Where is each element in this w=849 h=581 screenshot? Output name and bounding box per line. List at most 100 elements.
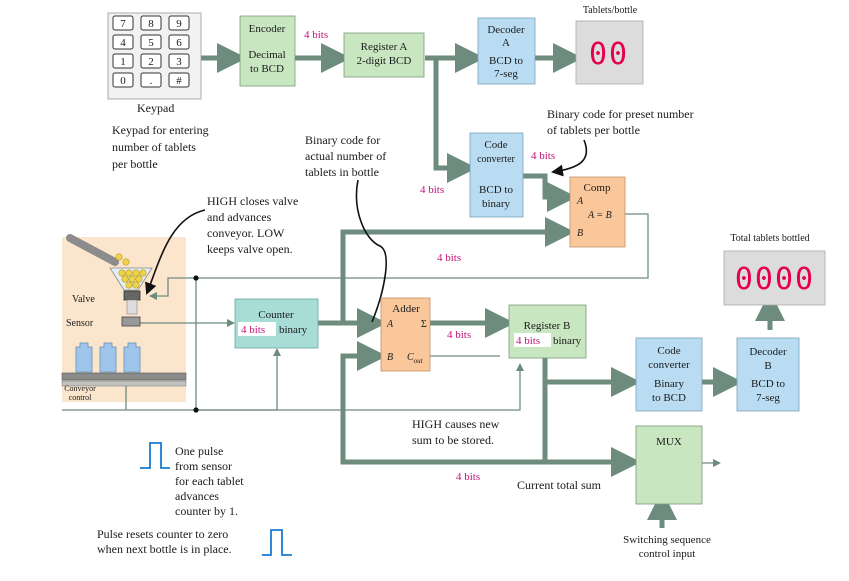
bus-register-a-converter (433, 58, 477, 183)
annotation-high-closes-line1: HIGH closes valve (207, 194, 298, 208)
keypad-key-label: 5 (148, 37, 154, 49)
code-converter-1-block (469, 132, 524, 218)
sensor-body (121, 316, 141, 327)
annotation-high-causes-line1: HIGH causes new (412, 417, 500, 431)
keypad-key[interactable] (112, 72, 134, 88)
comparator-input-b: B (577, 228, 583, 239)
keypad-key-label: 4 (120, 37, 126, 49)
annotation-switching-line2: control input (639, 548, 696, 560)
adder-block (380, 297, 431, 372)
counter-sub: binary (279, 324, 308, 336)
annotation-one-pulse-line4: advances (175, 489, 219, 503)
tablets (118, 269, 147, 289)
annotation-one-pulse-line1: One pulse (175, 444, 223, 458)
annotation-pulse-resets-line2: when next bottle is in place. (97, 542, 232, 556)
valve-label: Valve (72, 294, 95, 305)
junction-node (193, 275, 199, 281)
adder-cout: Cout (407, 352, 424, 365)
adder-cout-main: C (407, 352, 414, 363)
register-a-title: Register A (361, 41, 408, 53)
annotation-one-pulse-line5: counter by 1. (175, 504, 238, 518)
register-b-title: Register B (524, 320, 571, 332)
valve-body (123, 290, 141, 301)
comparator-input-a: A (576, 196, 584, 207)
keypad-key-label: # (176, 75, 182, 87)
annotation-switching-line1: Switching sequence (623, 534, 711, 546)
display-total-title: Total tablets bottled (730, 233, 809, 244)
comparator-title: Comp (584, 182, 611, 194)
keypad-key[interactable] (168, 34, 190, 50)
conveyor-label-line2: control (69, 393, 92, 402)
encoder-sub2: to BCD (250, 63, 284, 75)
keypad-key[interactable] (112, 34, 134, 50)
register-a-block (343, 32, 425, 78)
keypad-key-label: 8 (148, 18, 154, 30)
code-converter-1-l1: Code (484, 139, 507, 151)
bits-label-comp-b: 4 bits (437, 252, 461, 264)
adder-cout-sub: out (414, 357, 424, 365)
decoder-a-block (477, 17, 536, 85)
keypad-caption-line1: Keypad for entering (112, 123, 209, 137)
code-converter-1-l3: BCD to (479, 184, 513, 196)
keypad-key[interactable] (140, 34, 162, 50)
bus-register-b-converter (542, 358, 641, 397)
bits-label-adder: 4 bits (447, 329, 471, 341)
bits-label-register-b: 4 bits (516, 335, 540, 347)
junction-node (193, 407, 199, 413)
tablet-machine (61, 234, 187, 387)
code-converter-2-block (635, 337, 703, 412)
display-tablets-title: Tablets/bottle (583, 5, 638, 16)
keypad-key[interactable] (168, 53, 190, 69)
keypad-key-label: 6 (176, 37, 182, 49)
keypad-key-label: . (150, 75, 153, 87)
adder-title: Adder (392, 303, 420, 315)
mux-title: MUX (656, 436, 682, 448)
decoder-a-l4: 7-seg (494, 68, 518, 80)
keypad-key[interactable] (168, 15, 190, 31)
keypad-key[interactable] (140, 72, 162, 88)
mux-block (635, 425, 703, 505)
adder-input-b: B (387, 352, 393, 363)
keypad-key[interactable] (140, 15, 162, 31)
register-a-sub: 2-digit BCD (357, 55, 412, 67)
annotation-high-closes-arrow (145, 209, 206, 295)
annotation-actual-line3: tablets in bottle (305, 165, 379, 179)
bottles (75, 342, 141, 373)
keypad-key[interactable] (112, 53, 134, 69)
decoder-a-l3: BCD to (489, 55, 523, 67)
code-converter-2-l3: Binary (654, 378, 684, 390)
decoder-b-l1: Decoder (749, 346, 787, 358)
pulse-icon-reset (262, 529, 292, 556)
decoder-b-l2: B (764, 360, 771, 372)
keypad-key-label: 3 (176, 56, 182, 68)
bits-label-converter-out: 4 bits (531, 150, 555, 162)
keypad-key-label: 9 (176, 18, 182, 30)
bits-label-encoder: 4 bits (304, 29, 328, 41)
annotation-one-pulse-line3: for each tablet (175, 474, 244, 488)
annotation-high-closes-line3: conveyor. LOW (207, 226, 285, 240)
annotation-preset-arrow (551, 139, 588, 177)
decoder-b-l4: 7-seg (756, 392, 780, 404)
decoder-a-l1: Decoder (487, 24, 525, 36)
conveyor-label-line1: Conveyor (64, 384, 96, 393)
decoder-a-l2: A (502, 37, 510, 49)
register-b-bits-tag (514, 333, 551, 347)
keypad-key[interactable] (140, 53, 162, 69)
code-converter-2-l4: to BCD (652, 392, 686, 404)
keypad-key[interactable] (168, 72, 190, 88)
bits-label-counter: 4 bits (241, 324, 265, 336)
data-buses (200, 43, 785, 528)
keypad-label: Keypad (137, 101, 174, 115)
annotation-preset-line1: Binary code for preset number (547, 107, 694, 121)
encoder-sub1: Decimal (248, 49, 285, 61)
code-converter-1-l4: binary (482, 198, 511, 210)
adder-sum: Σ (421, 319, 427, 330)
annotation-actual-line2: actual number of (305, 149, 386, 163)
encoder-block (239, 15, 296, 87)
keypad-key[interactable] (112, 15, 134, 31)
encoder-title: Encoder (249, 23, 286, 35)
register-b-sub: binary (553, 335, 582, 347)
conveyor-belt (61, 372, 187, 381)
display-tablets-value: 00 (589, 37, 629, 72)
annotation-high-closes-line2: and advances (207, 210, 272, 224)
